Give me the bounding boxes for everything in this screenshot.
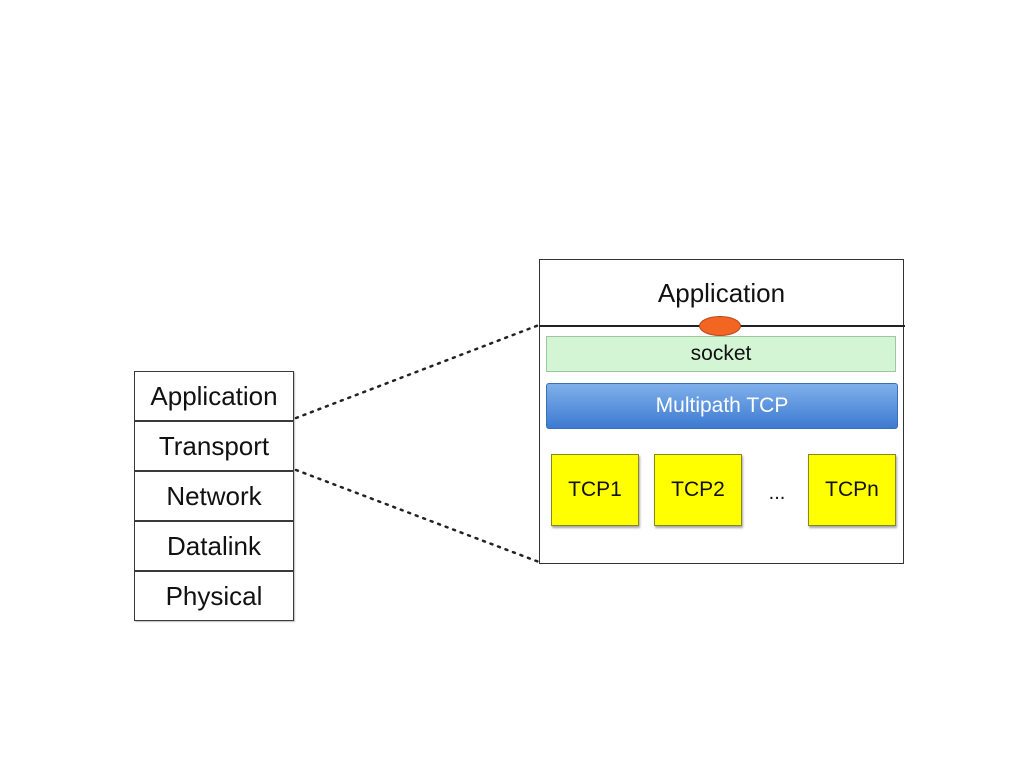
layer-physical: Physical	[134, 571, 294, 621]
layer-application: Application	[134, 371, 294, 421]
subflow-tcpn: TCPn	[808, 454, 896, 526]
subflow-tcp2: TCP2	[654, 454, 742, 526]
layer-network: Network	[134, 471, 294, 521]
multipath-tcp-layer: Multipath TCP	[546, 383, 898, 429]
subflow-tcp1: TCP1	[551, 454, 639, 526]
layer-transport: Transport	[134, 421, 294, 471]
socket-layer: socket	[546, 336, 896, 372]
protocol-layer-stack: Application Transport Network Datalink P…	[134, 371, 294, 621]
zoom-connector-top	[294, 323, 541, 420]
socket-endpoint-marker	[699, 316, 741, 336]
transport-detail-box: Application socket Multipath TCP TCP1 TC…	[539, 259, 905, 564]
subflow-ellipsis: ...	[768, 482, 786, 504]
zoom-connector-bottom	[294, 468, 541, 564]
layer-datalink: Datalink	[134, 521, 294, 571]
detail-application-label: Application	[657, 277, 786, 308]
